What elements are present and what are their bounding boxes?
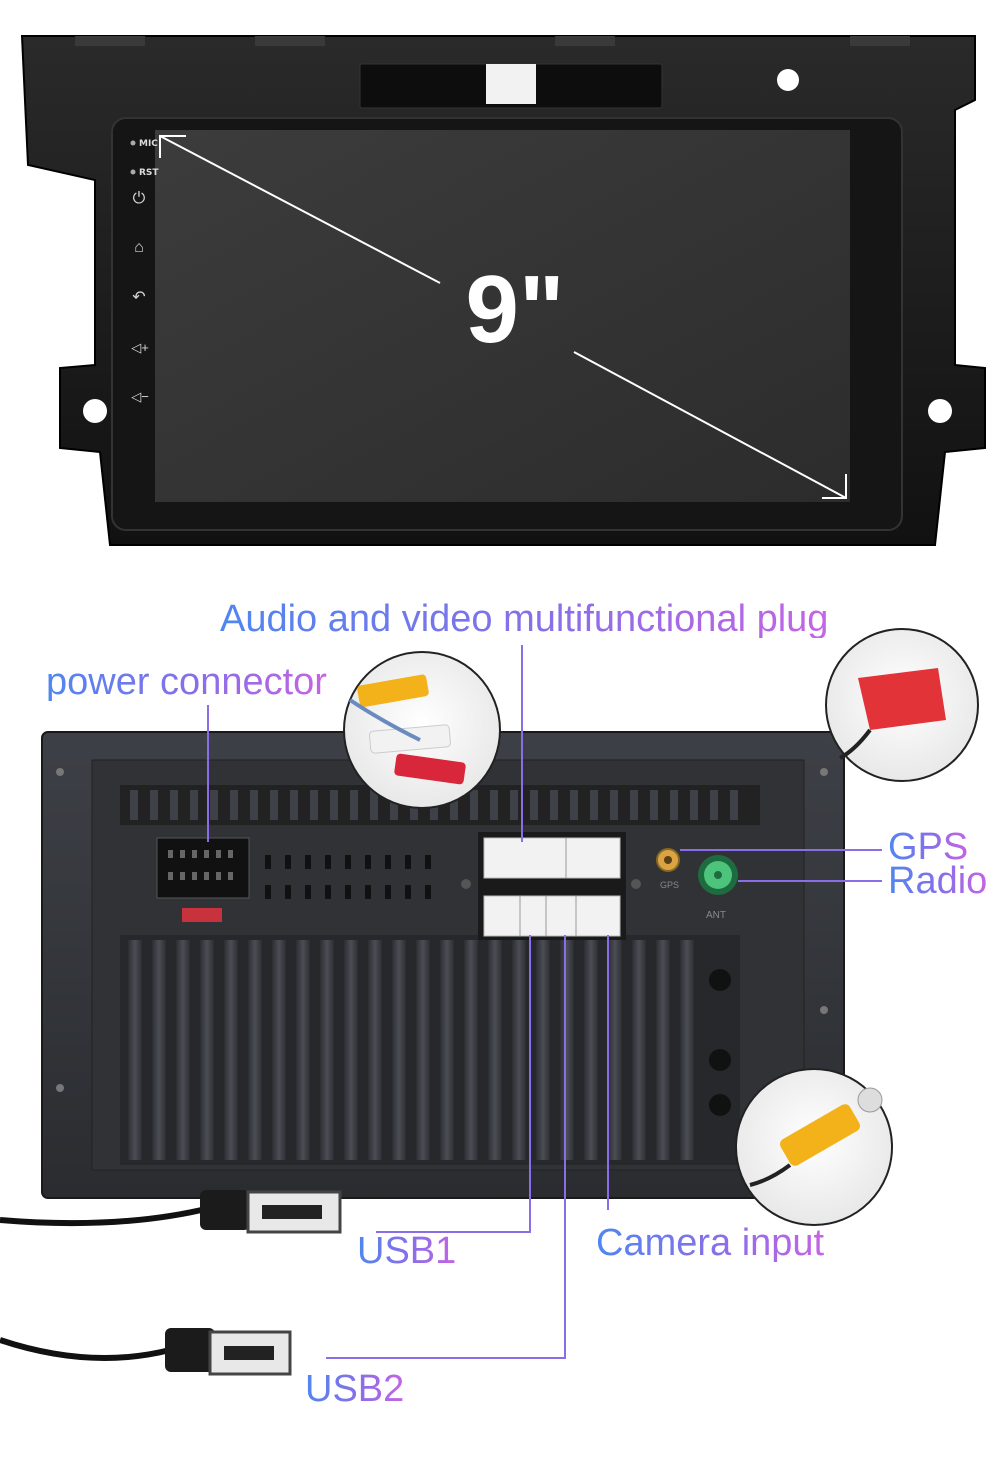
av-plug-bottom bbox=[483, 895, 621, 937]
callout-line-usb2 bbox=[326, 935, 566, 1359]
volume-up-icon[interactable]: ◁+ bbox=[131, 340, 149, 355]
heatsink-fins bbox=[120, 935, 740, 1165]
power-icon[interactable]: ⏻ bbox=[132, 190, 146, 207]
mic-hole bbox=[130, 140, 136, 146]
ant-port-marking: ANT bbox=[706, 910, 726, 921]
usb2-label: USB2 bbox=[305, 1368, 405, 1410]
middle-vent-holes bbox=[265, 855, 431, 899]
top-clip bbox=[850, 36, 910, 46]
av-plug-label: Audio and video multifunctional plug bbox=[220, 598, 829, 640]
back-icon[interactable]: ↶ bbox=[132, 289, 146, 306]
top-clip bbox=[255, 36, 325, 46]
head-unit-back-illustration: GPS ANT bbox=[0, 628, 979, 1376]
screw bbox=[820, 1006, 828, 1014]
power-connector-port bbox=[156, 837, 250, 899]
gps-port-marking: GPS bbox=[660, 880, 679, 890]
fuse bbox=[182, 908, 222, 922]
camera-input-label: Camera input bbox=[596, 1222, 825, 1264]
rca-cable-bubble bbox=[343, 651, 501, 809]
top-tab bbox=[486, 64, 536, 104]
radio-label: Radio bbox=[888, 860, 988, 902]
diagonal-line bbox=[159, 135, 441, 284]
usb2-cable bbox=[0, 1328, 292, 1376]
usb1-cable bbox=[0, 1190, 342, 1234]
display-screen bbox=[155, 130, 850, 502]
screen-size-label: 9" bbox=[465, 256, 565, 363]
volume-down-icon[interactable]: ◁− bbox=[131, 389, 149, 404]
top-clip bbox=[555, 36, 615, 46]
mount-hole bbox=[777, 69, 799, 91]
diagonal-line bbox=[573, 351, 847, 499]
gps-antenna-bubble bbox=[825, 628, 979, 782]
corner-arrow bbox=[822, 474, 847, 499]
camera-rca-bubble bbox=[735, 1068, 893, 1226]
rst-label: RST bbox=[139, 168, 159, 178]
screw bbox=[820, 768, 828, 776]
home-icon[interactable]: ⌂ bbox=[134, 239, 144, 256]
corner-arrow bbox=[159, 135, 186, 158]
head-unit-front-illustration bbox=[20, 35, 986, 546]
mount-hole bbox=[83, 399, 107, 423]
usb1-label: USB1 bbox=[357, 1230, 457, 1272]
mic-label: MIC bbox=[139, 139, 158, 149]
callout-line-usb1 bbox=[376, 935, 531, 1233]
mount-hole bbox=[928, 399, 952, 423]
screw bbox=[56, 768, 64, 776]
top-clip bbox=[75, 36, 145, 46]
gps-label: GPS bbox=[888, 826, 969, 868]
av-plug-top bbox=[483, 837, 621, 879]
rst-hole bbox=[130, 169, 136, 175]
power-connector-label: power connector bbox=[46, 661, 327, 703]
screw bbox=[56, 1084, 64, 1092]
